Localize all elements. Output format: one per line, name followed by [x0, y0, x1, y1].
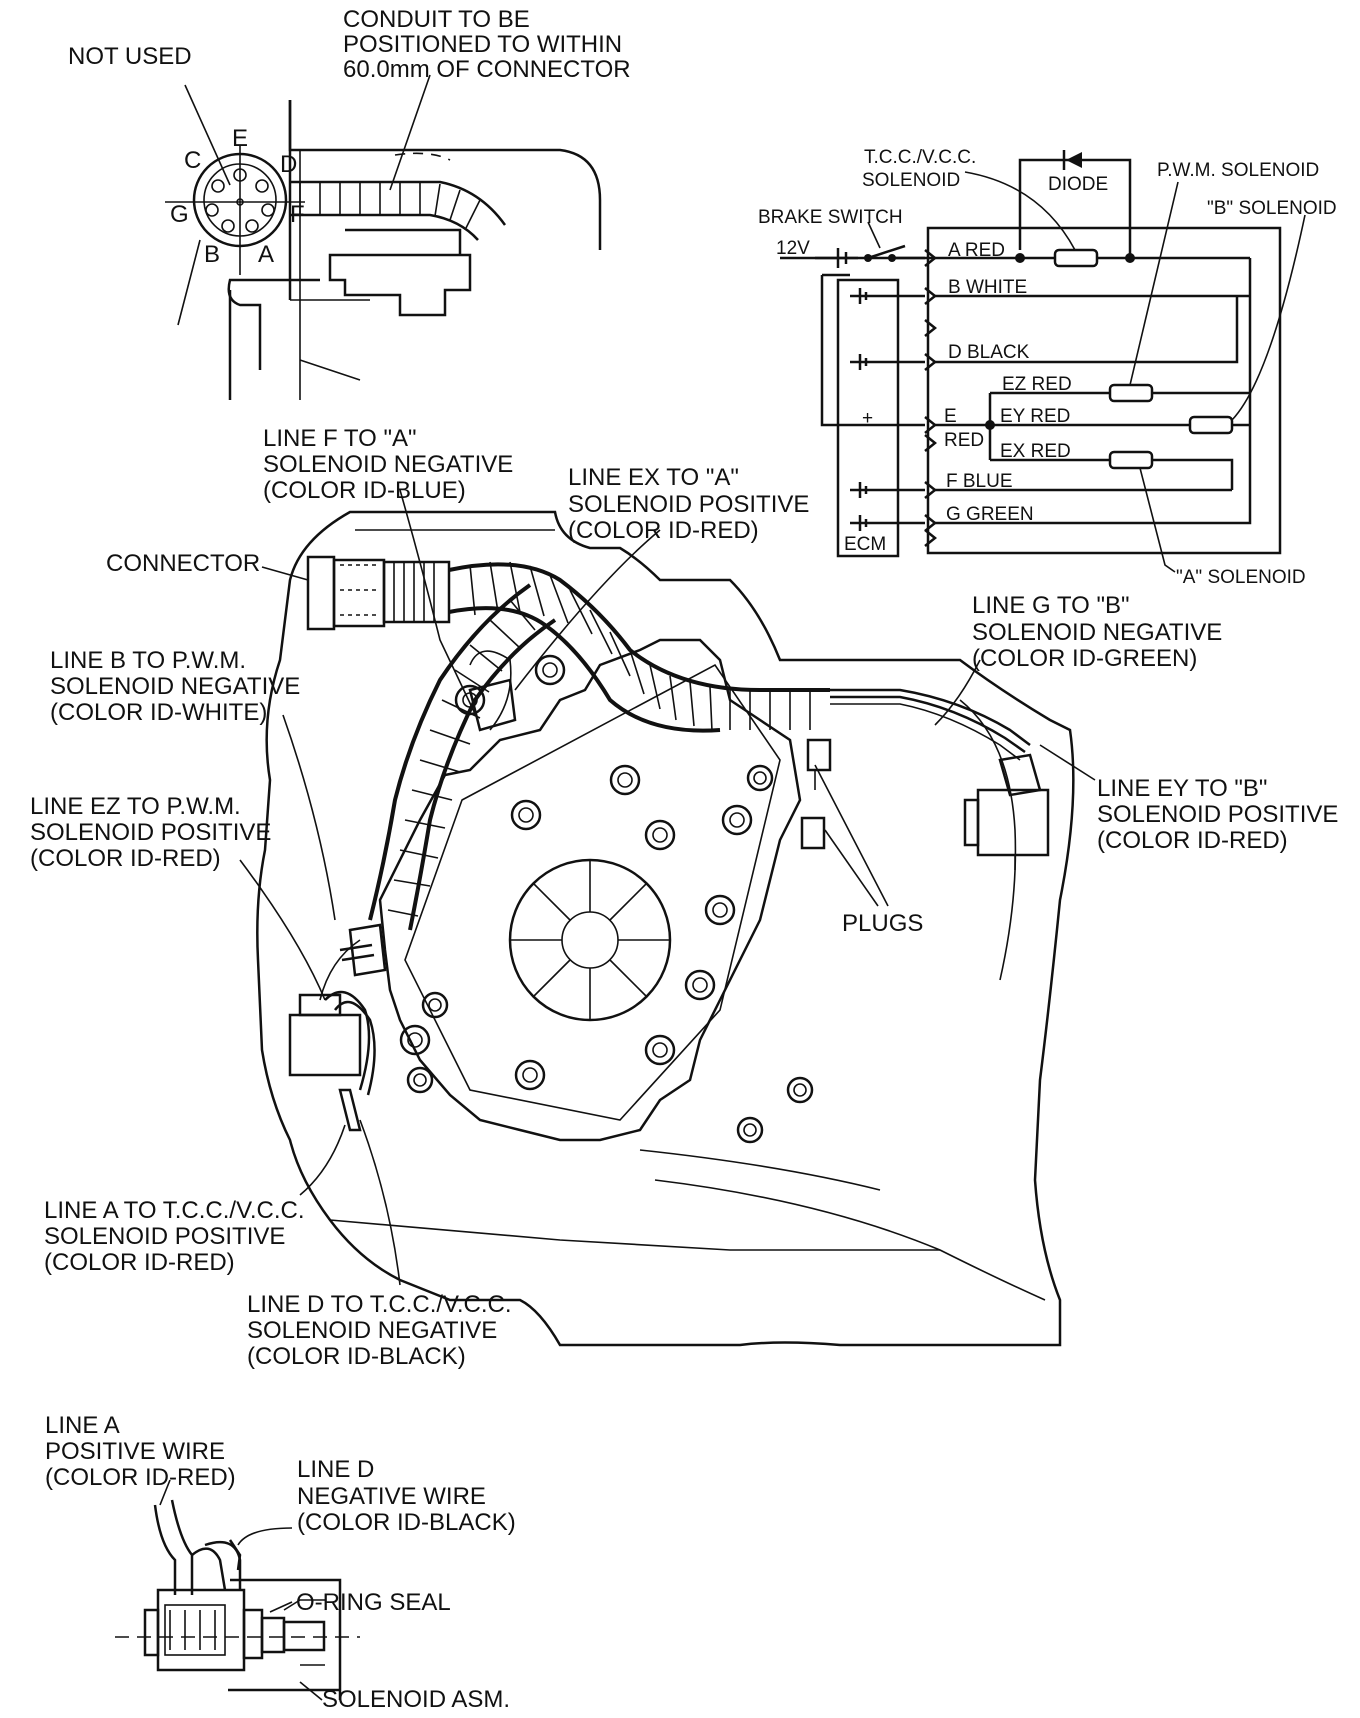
callout-line-ex-3: (COLOR ID-RED) [568, 517, 759, 544]
conduit-leader [389, 74, 431, 191]
callout-line-b-3: (COLOR ID-WHITE) [50, 699, 267, 726]
callout-line-f-3: (COLOR ID-BLUE) [263, 477, 466, 504]
wire-b-white-label: B WHITE [948, 277, 1027, 298]
valve-body-plate [378, 638, 802, 1142]
pwm-solenoid-connection [319, 923, 387, 1001]
callout-line-b-1: LINE B TO P.W.M. [50, 647, 246, 674]
wire-ex-red-label: EX RED [1000, 441, 1071, 462]
detail-line-d-3: (COLOR ID-BLACK) [297, 1509, 516, 1536]
bolt-holes [399, 654, 814, 1144]
b-solenoid-label: "B" SOLENOID [1207, 198, 1337, 219]
callout-plugs: PLUGS [842, 910, 923, 937]
b-solenoid-body [963, 753, 1050, 870]
detail-oring-label: O-RING SEAL [296, 1589, 451, 1616]
detail-line-d-1: LINE D [297, 1456, 374, 1483]
callout-line-ex-1: LINE EX TO "A" [568, 464, 739, 491]
pin-g-label: G [170, 201, 189, 228]
wire-ez-red-label: EZ RED [1002, 374, 1072, 395]
detail-line-d-2: NEGATIVE WIRE [297, 1483, 486, 1510]
tcc-label-line1: T.C.C./V.C.C. [864, 147, 976, 168]
wire-a-red-label: A RED [948, 240, 1005, 261]
callout-line-ez-1: LINE EZ TO P.W.M. [30, 793, 241, 820]
a-solenoid-symbol [1108, 450, 1154, 470]
callout-line-a-1: LINE A TO T.C.C./V.C.C. [44, 1197, 305, 1224]
callout-connector: CONNECTOR [106, 550, 260, 577]
callout-line-g-1: LINE G TO "B" [972, 592, 1130, 619]
callout-line-d-3: (COLOR ID-BLACK) [247, 1343, 466, 1370]
callout-line-a-2: SOLENOID POSITIVE [44, 1223, 285, 1250]
conduit-note-line3: 60.0mm OF CONNECTOR [343, 56, 631, 83]
pwm-solenoid-symbol [1108, 383, 1154, 403]
center-wheel [508, 858, 672, 1022]
ecm-label: ECM [844, 534, 886, 555]
wiring-schematic: T.C.C./V.C.C. SOLENOID DIODE P.W.M. SOLE… [758, 147, 1337, 588]
callout-line-ex-2: SOLENOID POSITIVE [568, 491, 809, 518]
plugs [800, 738, 832, 850]
conduit-note-line1: CONDUIT TO BE [343, 6, 530, 33]
harness-connector [306, 555, 451, 631]
detail-line-a-3: (COLOR ID-RED) [45, 1464, 236, 1491]
tcc-solenoid-body [288, 990, 376, 1132]
callout-line-ez-2: SOLENOID POSITIVE [30, 819, 271, 846]
wire-d-black-label: D BLACK [948, 342, 1030, 363]
diode-symbol [1062, 150, 1082, 170]
valve-body-assembly: LINE F TO "A" SOLENOID NEGATIVE (COLOR I… [30, 425, 1338, 1370]
callout-line-d-1: LINE D TO T.C.C./V.C.C. [247, 1291, 512, 1318]
solenoid-detail: LINE A POSITIVE WIRE (COLOR ID-RED) LINE… [45, 1412, 516, 1713]
diode-label: DIODE [1048, 174, 1108, 195]
callout-line-b-2: SOLENOID NEGATIVE [50, 673, 300, 700]
pin-f-label: F [290, 201, 305, 228]
callout-line-d-2: SOLENOID NEGATIVE [247, 1317, 497, 1344]
wire-ey-red-label: EY RED [1000, 406, 1070, 427]
brake-switch-label: BRAKE SWITCH [758, 207, 903, 228]
detail-solenoid-label: SOLENOID ASM. [322, 1686, 510, 1713]
wire-e-red-label: RED [944, 430, 984, 451]
detail-line-a-1: LINE A [45, 1412, 120, 1439]
wire-e-label: E [944, 406, 957, 427]
callout-line-f-1: LINE F TO "A" [263, 425, 417, 452]
callout-line-ey-1: LINE EY TO "B" [1097, 775, 1267, 802]
12v-label: 12V [776, 238, 810, 259]
not-used-label: NOT USED [68, 43, 192, 70]
pin-c-label: C [184, 147, 201, 174]
wire-g-green-label: G GREEN [946, 504, 1034, 525]
wire-f-blue-label: F BLUE [946, 471, 1013, 492]
callout-line-ey-2: SOLENOID POSITIVE [1097, 801, 1338, 828]
tcc-label-line2: SOLENOID [862, 170, 960, 191]
b-solenoid-symbol [1188, 415, 1234, 435]
connector-end-view: NOT USED CONDUIT TO BE POSITIONED TO WIT… [68, 6, 631, 400]
callout-line-g-2: SOLENOID NEGATIVE [972, 619, 1222, 646]
pwm-solenoid-label: P.W.M. SOLENOID [1157, 160, 1319, 181]
pin-a-label: A [258, 241, 274, 268]
ecm-box [836, 278, 900, 558]
tcc-solenoid-symbol [1053, 248, 1099, 268]
connector-face [165, 145, 305, 275]
not-used-leader [184, 84, 231, 186]
conduit-note-line2: POSITIONED TO WITHIN [343, 31, 622, 58]
detail-line-a-2: POSITIVE WIRE [45, 1438, 225, 1465]
callout-line-f-2: SOLENOID NEGATIVE [263, 451, 513, 478]
callout-line-ez-3: (COLOR ID-RED) [30, 845, 221, 872]
a-solenoid-label: "A" SOLENOID [1176, 567, 1306, 588]
plus-label: + [862, 408, 873, 429]
callout-line-g-3: (COLOR ID-GREEN) [972, 645, 1197, 672]
pin-b-label: B [204, 241, 220, 268]
pin-e-label: E [232, 125, 248, 152]
callout-line-ey-3: (COLOR ID-RED) [1097, 827, 1288, 854]
pin-d-label: D [280, 151, 297, 178]
callout-line-a-3: (COLOR ID-RED) [44, 1249, 235, 1276]
brake-switch-symbol [780, 244, 925, 268]
